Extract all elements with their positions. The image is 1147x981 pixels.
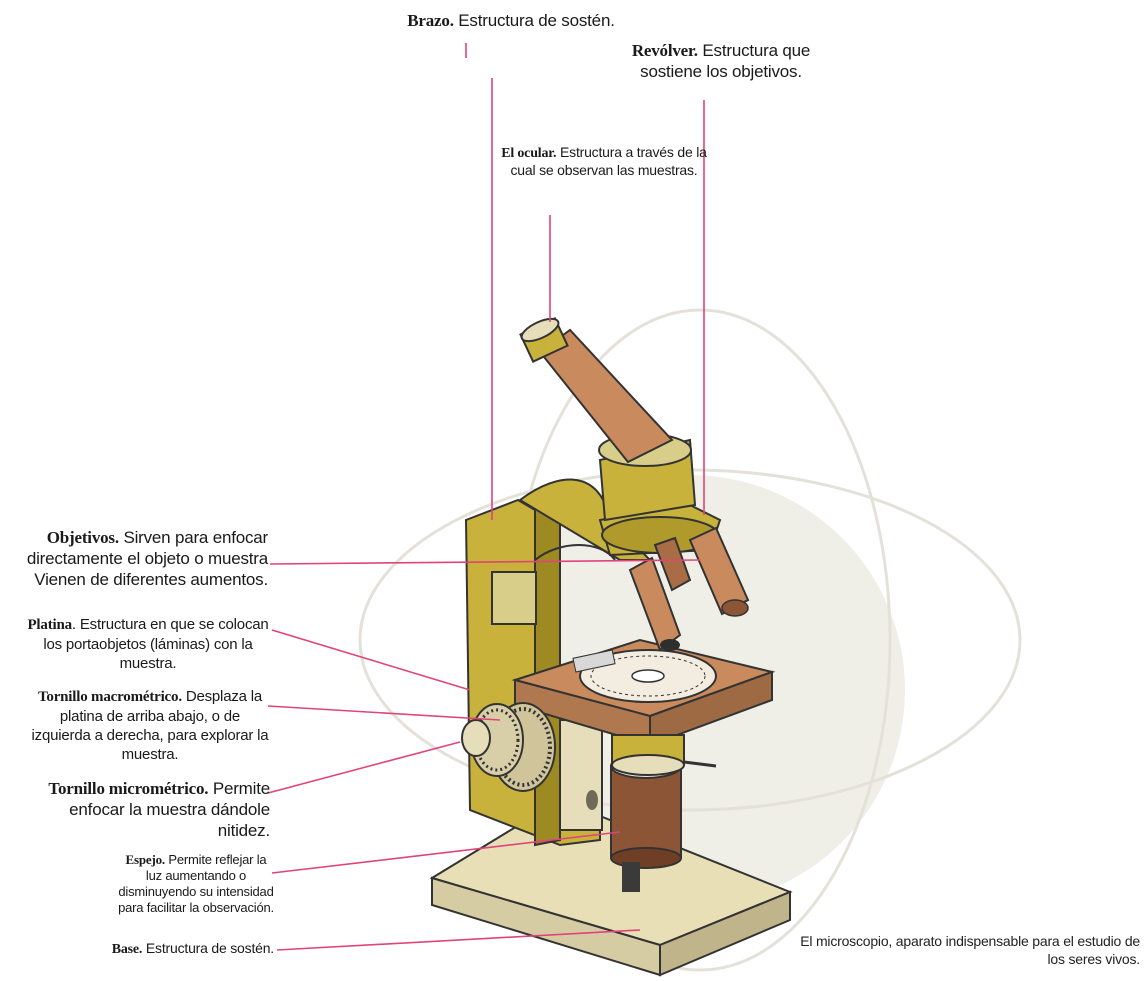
label-revolver: Revólver. Estructura que sostiene los ob… xyxy=(600,40,842,82)
desc-platina: . Estructura en que se colocan los porta… xyxy=(43,616,268,672)
label-espejo: Espejo. Permite reflejar la luz aumentan… xyxy=(118,852,274,916)
leader-micrometrico xyxy=(268,742,460,793)
term-macrometrico: Tornillo macrométrico. xyxy=(38,689,182,705)
term-ocular: El ocular. xyxy=(501,146,556,161)
leader-macrometrico xyxy=(268,706,500,720)
term-base: Base. xyxy=(112,942,143,957)
label-platina: Platina. Estructura en que se colocan lo… xyxy=(24,615,272,673)
term-espejo: Espejo. xyxy=(126,852,165,867)
label-brazo: Brazo. Estructura de sostén. xyxy=(402,10,620,31)
label-macrometrico: Tornillo macrométrico. Desplaza la plati… xyxy=(30,687,270,764)
term-brazo: Brazo. xyxy=(407,11,453,30)
label-objetivos: Objetivos. Sirven para enfocar directame… xyxy=(6,527,268,590)
term-objetivos: Objetivos. xyxy=(47,528,119,547)
desc-base: Estructura de sostén. xyxy=(146,940,274,956)
figure-caption: El microscopio, aparato indispensable pa… xyxy=(780,932,1140,968)
label-base: Base. Estructura de sostén. xyxy=(40,940,274,958)
desc-brazo: Estructura de sostén. xyxy=(458,11,614,30)
label-micrometrico: Tornillo micrométrico. Permite enfocar l… xyxy=(30,778,270,841)
label-ocular: El ocular. Estructura a través de la cua… xyxy=(500,144,708,179)
term-revolver: Revólver. xyxy=(632,41,698,60)
term-micrometrico: Tornillo micrométrico. xyxy=(48,779,208,798)
term-platina: Platina xyxy=(27,617,71,633)
